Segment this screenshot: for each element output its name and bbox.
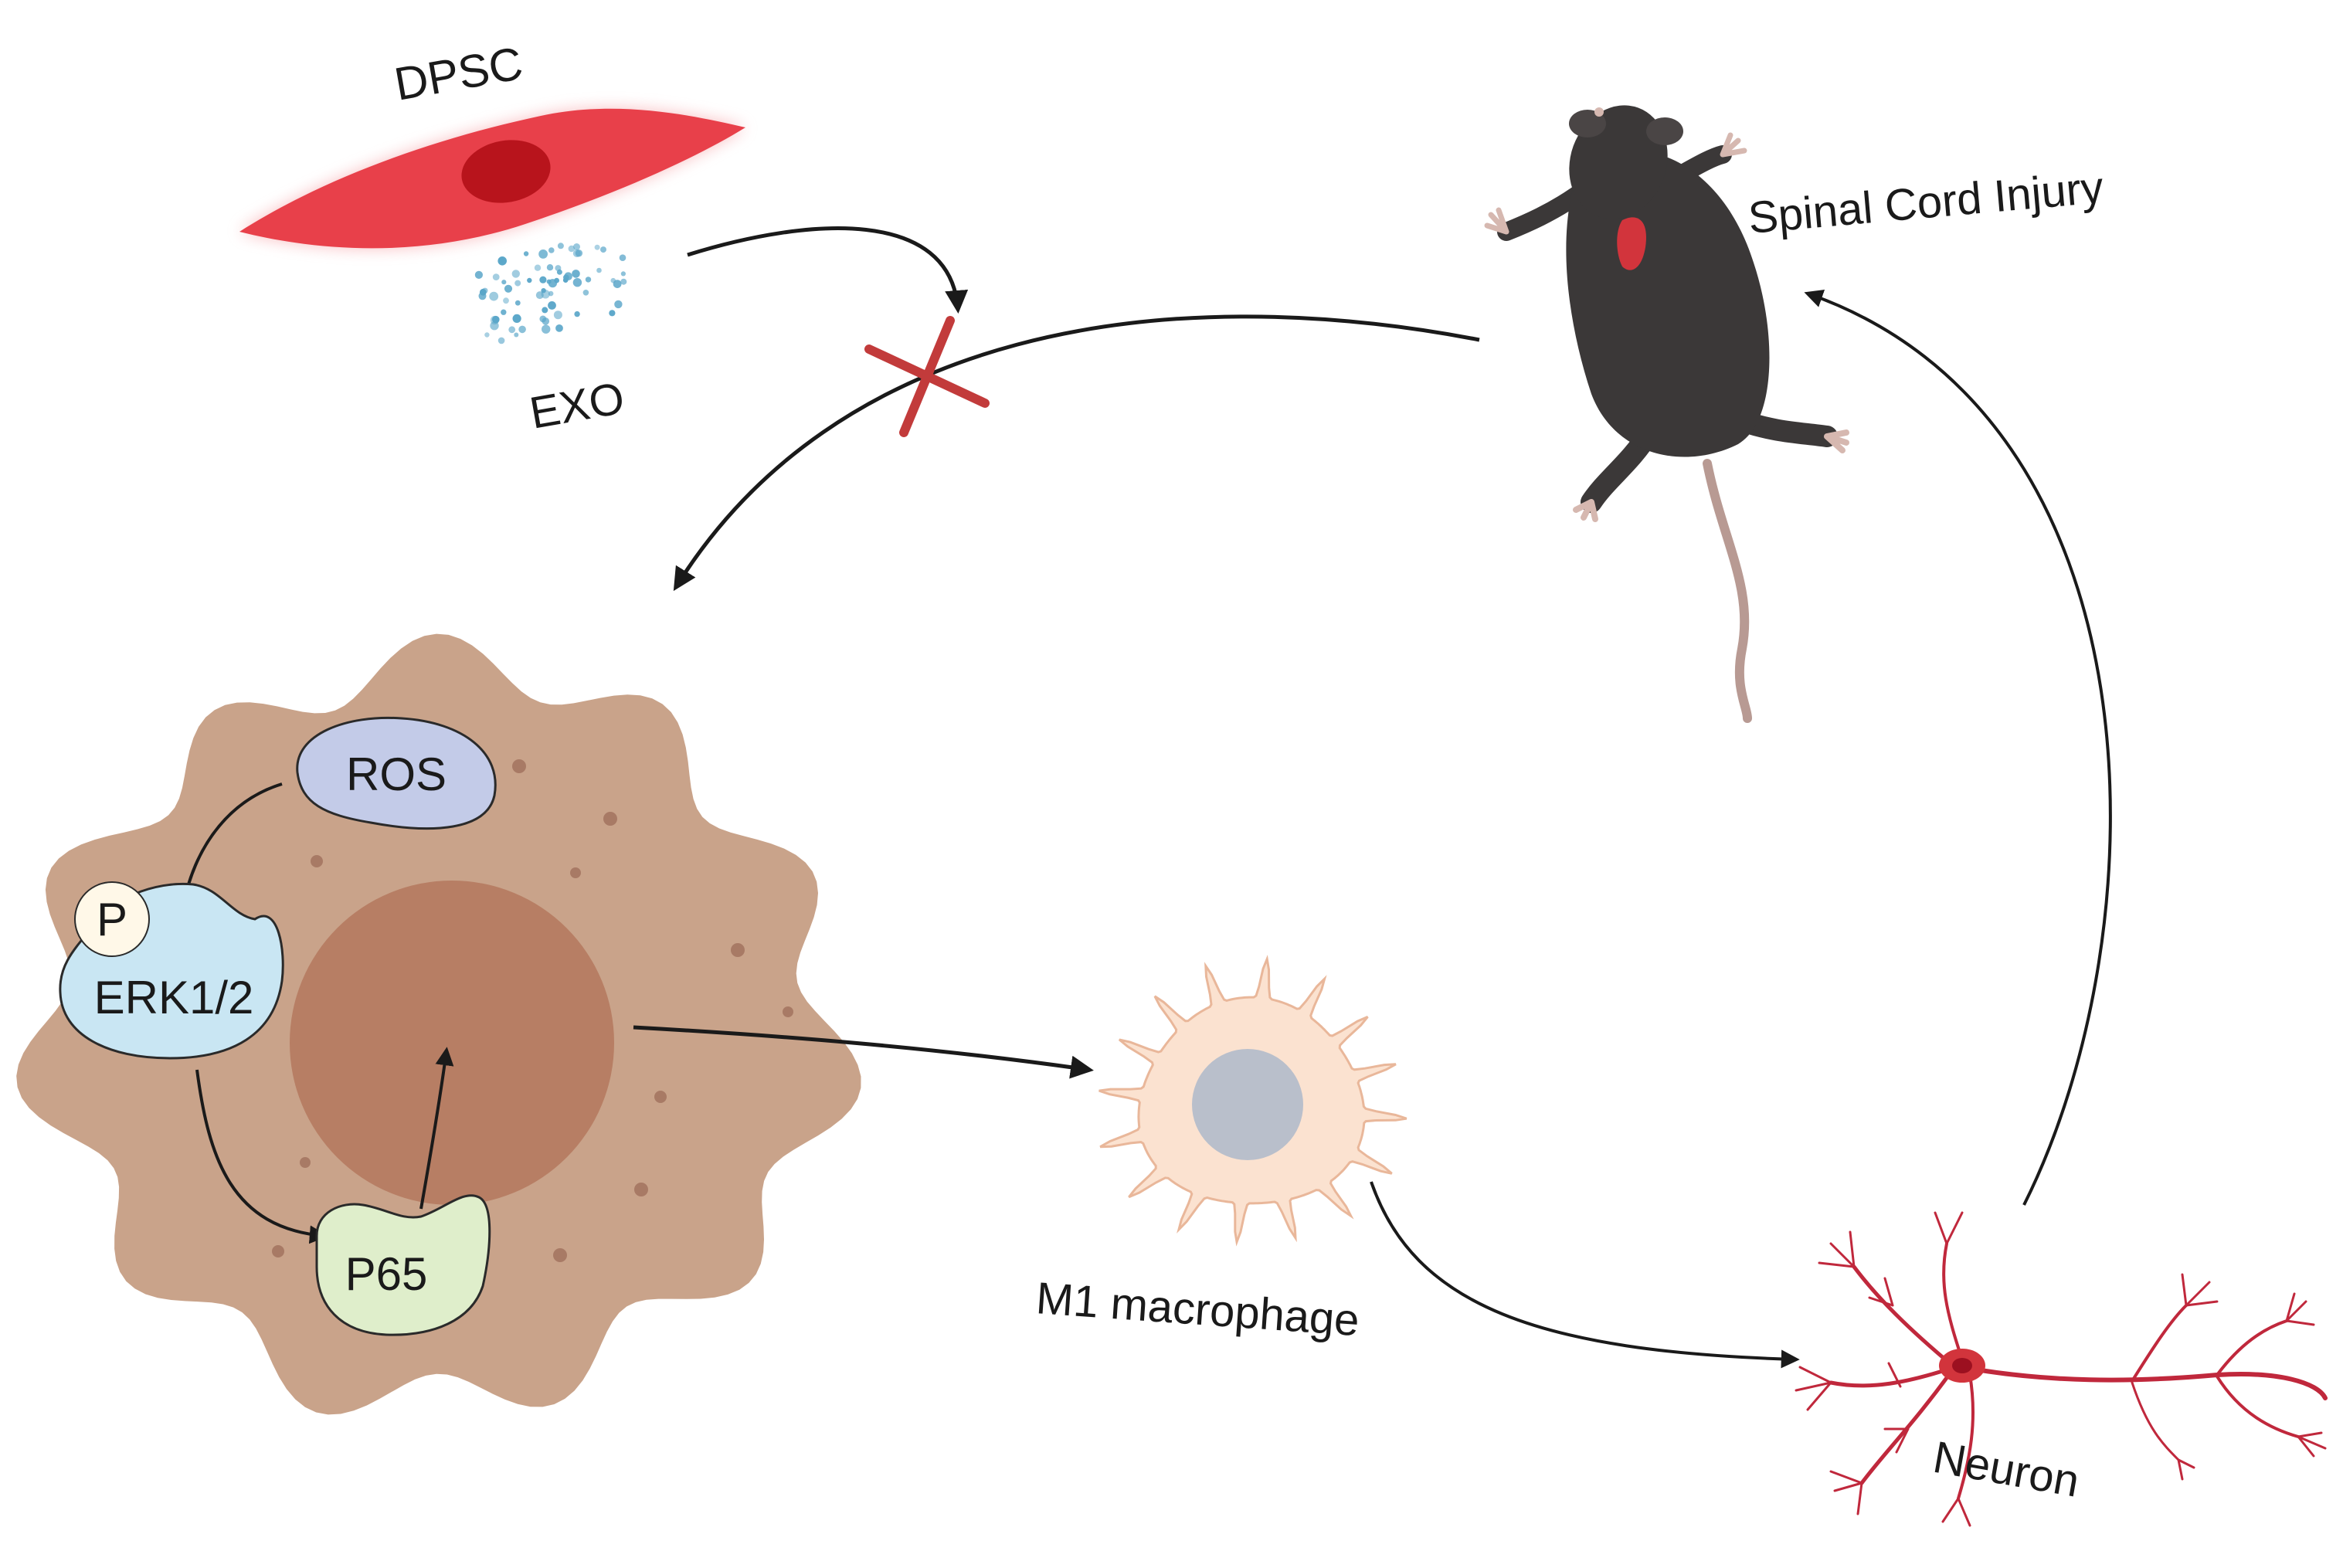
exosome-dot [613,280,622,288]
exosome-dot [557,243,564,249]
exosome-dot [538,249,548,259]
exosome-dot [609,310,616,317]
neuron-icon [1795,1211,2328,1527]
exosome-dot [572,270,580,278]
m1-to-neuron-arrow [1370,1181,1800,1369]
injury-to-macrophage-arrow [673,314,1480,592]
exosome-dot [514,300,521,306]
inhibition-cross-icon [864,316,990,437]
p65-to-nucleus-arrow [419,1047,454,1210]
ros-label: ROS [346,748,447,800]
exosome-dot [542,317,550,325]
exosome-dot [585,277,592,283]
exosome-dot [518,325,526,334]
phospho-group-icon [74,881,150,957]
m1-macrophage-label: M1 macrophage [1034,1273,1361,1346]
p65-label: P65 [345,1248,428,1300]
exosome-dot [548,301,556,310]
exosome-dot [555,324,563,332]
exo-label: EXO [526,373,628,439]
exosome-dot [553,311,562,320]
macrophage-cell-icon [16,633,861,1415]
exosome-dot [546,264,554,271]
exosome-dot [534,264,542,271]
exosome-dot [542,324,551,334]
erk-to-p65-arrow [195,1069,328,1244]
dpsc-cell-icon [239,108,745,249]
exosome-dot [514,332,519,338]
exosome-dot [512,314,521,323]
exosome-dot [498,257,504,263]
exosome-dot [501,309,507,315]
exosome-dot [527,277,532,283]
exosome-dot [503,297,509,304]
exosome-dot [501,280,507,285]
exosome-dot [489,291,499,301]
exosome-dot [600,246,606,253]
neuron-label: Neuron [1930,1432,2083,1507]
exosome-dot [574,311,580,317]
exosome-dot [514,280,521,287]
exosome-dot [479,288,487,296]
exosome-dot [548,247,555,253]
ros-molecule-icon [296,716,497,830]
exosome-dot [573,243,580,250]
exosome-dot [542,307,548,314]
exo-inhibition-arrow [687,226,969,314]
p65-molecule-icon [315,1194,491,1336]
neuron-to-injury-arrow [1804,290,2112,1206]
exosome-dot [572,249,581,257]
dpsc-label: DPSC [391,37,527,110]
erk-label: ERK1/2 [94,972,254,1023]
mouse-icon [1484,105,1849,723]
injury-site-icon [1617,217,1646,270]
exosome-dot [523,251,529,256]
exosome-dot [555,265,562,272]
exosome-dot [619,254,626,262]
exosome-dot [582,290,589,296]
exosome-dot [620,278,627,285]
exosome-dot [497,337,505,344]
exosome-dot [596,267,602,273]
exosome-dot [474,270,484,279]
exosome-dot [620,271,626,277]
exosome-dot [541,290,550,299]
exosome-dot [548,279,558,288]
exosome-dot [504,284,513,293]
exosome-dot [614,300,623,309]
exosome-dot [572,278,582,287]
exosome-dot [568,245,575,253]
m1-macrophage-icon [1098,955,1407,1247]
exosome-dot [492,315,500,324]
exosome-dot [562,277,569,283]
exosome-dot [508,326,516,334]
phospho-label: P [97,894,127,945]
exosome-dot [492,273,500,280]
neuron-soma-icon [1939,1349,1985,1383]
exosome-dot [484,332,490,338]
exosome-dots-icon [474,243,627,344]
exosome-dot [511,270,520,278]
exosome-dot [539,276,547,283]
ros-to-erk-arrow [178,782,283,906]
exosome-dot [594,244,600,250]
macrophage-to-m1-arrow [633,1025,1094,1079]
spinal-cord-injury-label: Spinal Cord Injury [1746,162,2105,243]
